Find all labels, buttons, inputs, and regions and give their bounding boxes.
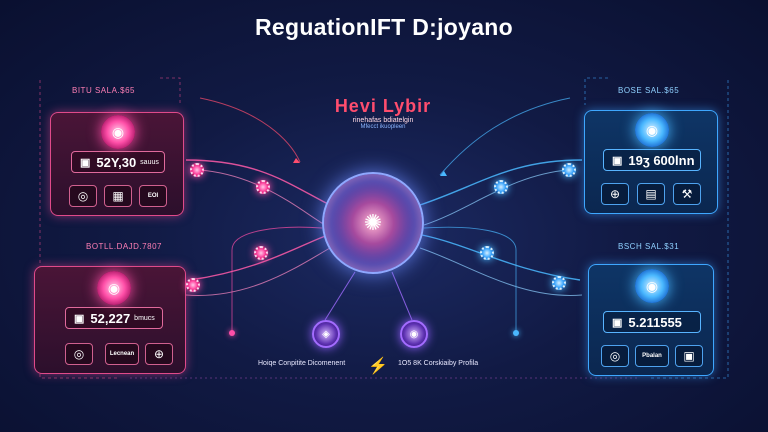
platform-icon-text: Pbalan: [642, 353, 662, 359]
left-top-value-box: ▣ 52Y,30 sauus: [71, 151, 165, 173]
globe-icon[interactable]: ⊕: [601, 183, 629, 205]
left-top-card[interactable]: ◉ ▣ 52Y,30 sauus ◎ ▦ EOI: [50, 112, 184, 216]
pink-node[interactable]: [186, 278, 200, 292]
code-icon[interactable]: EOI: [139, 185, 167, 207]
right-bottom-value-box: ▣ 5.211555: [603, 311, 701, 333]
currency-icon: ▣: [74, 312, 85, 325]
shield-orb-icon[interactable]: ◈: [312, 320, 340, 348]
left-bottom-card-label: BOTLL.DAJD.7807: [86, 242, 162, 251]
coin-icon[interactable]: ◎: [69, 185, 97, 207]
left-bottom-unit: bmucs: [134, 314, 155, 322]
coin-orb-icon: ◉: [97, 271, 131, 305]
currency-icon: ▣: [612, 154, 623, 167]
left-caption: Hoiqe Conpitite Dicomenent: [258, 360, 346, 367]
pink-node[interactable]: [254, 246, 268, 260]
coin-icon[interactable]: ◎: [601, 345, 629, 367]
blue-node[interactable]: [480, 246, 494, 260]
briefcase-icon[interactable]: ▣: [675, 345, 703, 367]
currency-icon: ▣: [612, 316, 623, 329]
right-bottom-card-label: BSCH SAL.$31: [618, 242, 680, 251]
left-bottom-value: 52,227: [90, 310, 131, 326]
right-top-value: 19ʒ 600lnn: [628, 152, 695, 168]
right-bottom-card[interactable]: ◉ ▣ 5.211555 ◎ Pbalan ▣: [588, 264, 714, 376]
right-bottom-value: 5.211555: [628, 314, 682, 330]
left-top-unit: sauus: [140, 158, 159, 166]
brand-subtitle: rinehafas bdiatelgin: [352, 117, 414, 124]
coin-orb-icon: ◉: [101, 115, 135, 149]
pink-node[interactable]: [256, 180, 270, 194]
lock-orb-icon[interactable]: ◉: [400, 320, 428, 348]
blue-node[interactable]: [494, 180, 508, 194]
ledger-icon[interactable]: Lecnean: [105, 343, 139, 365]
coin-orb-icon: ◉: [635, 113, 669, 147]
blue-endpoint-dot: [513, 330, 519, 336]
right-top-card-label: BOSE SAL.$65: [618, 86, 680, 95]
platform-icon[interactable]: Pbalan: [635, 345, 669, 367]
brand-tag: Mfecct ikuopleen: [360, 124, 406, 130]
right-top-card[interactable]: ◉ ▣ 19ʒ 600lnn ⊕ ▤ ⚒: [584, 110, 718, 214]
page-title: ReguationIFT D:joyano: [254, 14, 513, 40]
central-hub-icon[interactable]: ✺: [322, 172, 424, 274]
brand-logo-text: Hevi Lybir: [334, 96, 432, 116]
left-bottom-card[interactable]: ◉ ▣ 52,227 bmucs ◎ Lecnean ⊕: [34, 266, 186, 374]
coin-orb-icon: ◉: [635, 269, 669, 303]
pink-endpoint-dot: [229, 330, 235, 336]
left-top-value: 52Y,30: [96, 154, 137, 170]
lightning-icon: ⚡: [368, 358, 388, 375]
right-caption: 1O5 8K Corskiaiby Profila: [398, 360, 479, 367]
brand-block: Hevi Lybir rinehafas bdiatelgin Mfecct i…: [318, 96, 448, 130]
globe-icon[interactable]: ⊕: [145, 343, 173, 365]
building-icon[interactable]: ▦: [104, 185, 132, 207]
coin-icon[interactable]: ◎: [65, 343, 93, 365]
pink-node[interactable]: [190, 163, 204, 177]
ledger-icon-text: Lecnean: [109, 351, 135, 357]
left-bottom-value-box: ▣ 52,227 bmucs: [65, 307, 163, 329]
currency-icon: ▣: [80, 156, 91, 169]
code-icon-text: EOI: [147, 193, 159, 199]
left-top-card-label: BITU SALA.$65: [72, 86, 135, 95]
right-top-value-box: ▣ 19ʒ 600lnn: [603, 149, 701, 171]
blue-node[interactable]: [562, 163, 576, 177]
document-icon[interactable]: ▤: [637, 183, 665, 205]
wrench-icon[interactable]: ⚒: [673, 183, 701, 205]
blue-node[interactable]: [552, 276, 566, 290]
